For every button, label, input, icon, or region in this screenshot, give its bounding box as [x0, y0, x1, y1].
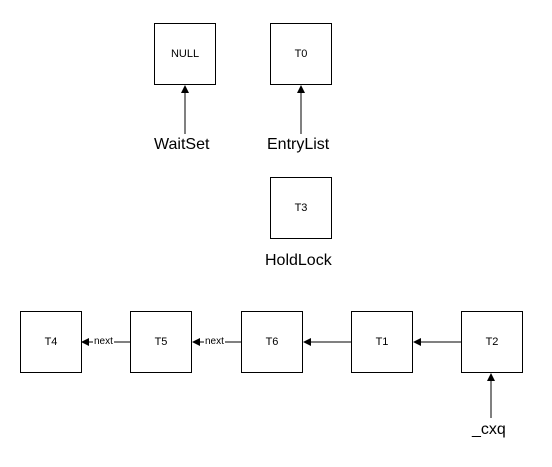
node-t6: T6	[241, 311, 303, 373]
node-t4: T4	[20, 311, 82, 373]
cxq-label: _cxq	[472, 421, 506, 439]
node-t3: T3	[270, 177, 332, 239]
edge-label-t6-t5: next	[204, 336, 225, 348]
edge-label-t5-t4: next	[93, 336, 114, 348]
node-null: NULL	[154, 23, 216, 85]
waitset-label: WaitSet	[154, 136, 210, 154]
holdlock-label: HoldLock	[265, 252, 332, 270]
node-t5-label: T5	[154, 336, 168, 348]
entrylist-label: EntryList	[267, 136, 330, 154]
node-t2: T2	[461, 311, 523, 373]
node-t4-label: T4	[44, 336, 58, 348]
node-t6-label: T6	[265, 336, 279, 348]
node-null-label: NULL	[170, 48, 200, 60]
node-t1: T1	[351, 311, 413, 373]
node-t3-label: T3	[294, 202, 308, 214]
node-t0: T0	[270, 23, 332, 85]
node-t2-label: T2	[485, 336, 499, 348]
node-t1-label: T1	[375, 336, 389, 348]
node-t0-label: T0	[294, 48, 308, 60]
node-t5: T5	[130, 311, 192, 373]
